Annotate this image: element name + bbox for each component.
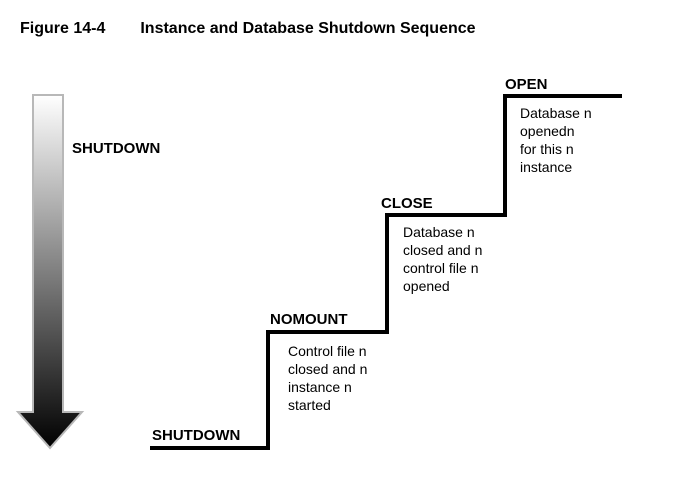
step-label-open: OPEN bbox=[505, 76, 548, 93]
step-desc-nomount: Control file n closed and n instance n star… bbox=[288, 342, 367, 414]
desc-line: started bbox=[288, 397, 331, 413]
figure-title: Instance and Database Shutdown Sequence bbox=[140, 20, 476, 37]
step-label-close: CLOSE bbox=[381, 195, 433, 212]
desc-line: Control file n bbox=[288, 343, 367, 359]
figure-caption: Figure 14-4 Instance and Database Shutdo… bbox=[20, 20, 476, 38]
step-label-shutdown: SHUTDOWN bbox=[152, 427, 241, 444]
arrow-label-shutdown: SHUTDOWN bbox=[72, 140, 161, 157]
desc-line: openedn bbox=[520, 123, 575, 139]
desc-line: instance n bbox=[288, 379, 352, 395]
desc-line: control file n bbox=[403, 260, 479, 276]
shutdown-down-arrow bbox=[15, 94, 85, 450]
desc-line: Database n bbox=[403, 224, 475, 240]
desc-line: opened bbox=[403, 278, 450, 294]
desc-line: closed and n bbox=[288, 361, 368, 377]
desc-line: for this n bbox=[520, 141, 574, 157]
desc-line: instance bbox=[520, 159, 573, 175]
desc-line: Database n bbox=[520, 105, 592, 121]
figure-label: Figure 14-4 bbox=[20, 20, 106, 37]
step-desc-open: Database n openedn for this n instance bbox=[520, 104, 592, 176]
desc-line: closed and n bbox=[403, 242, 483, 258]
staircase-line bbox=[150, 94, 622, 450]
step-label-nomount: NOMOUNT bbox=[270, 311, 348, 328]
step-desc-close: Database n closed and n control file n open… bbox=[403, 223, 482, 295]
